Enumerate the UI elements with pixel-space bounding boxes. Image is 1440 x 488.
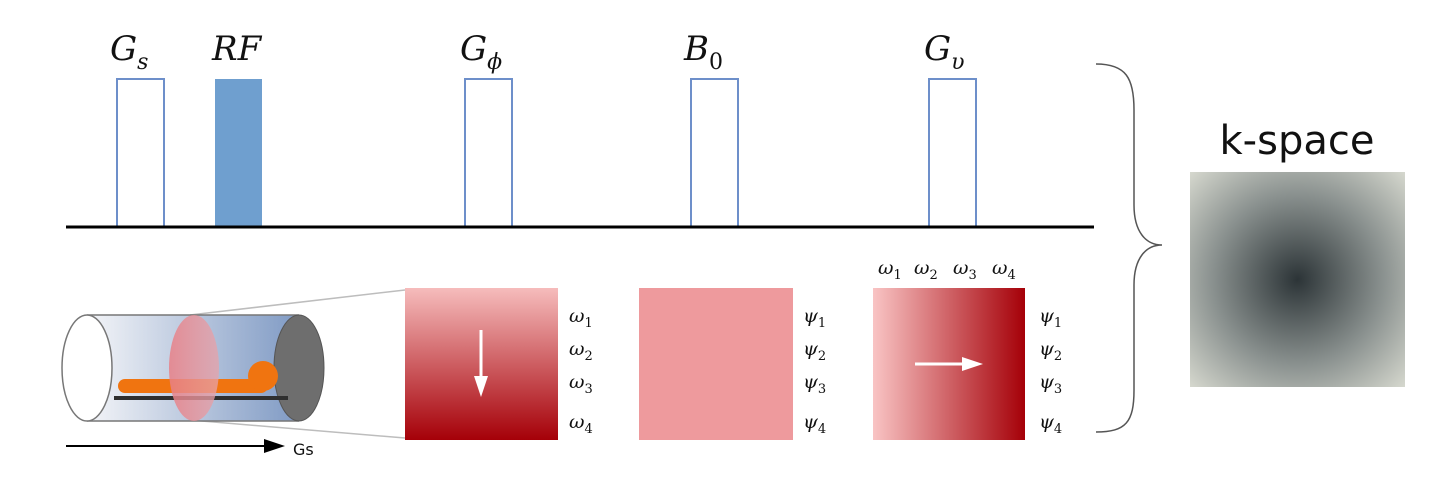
- pulse-sequence: Gs RF Gϕ B0 Gυ: [66, 29, 1094, 229]
- panel-1-row-label-2: ω2: [569, 338, 593, 364]
- panel-3-col-label-4: ω4: [992, 257, 1016, 283]
- panel-readout: ω1 ω2 ω3 ω4 ψ1 ψ2 ψ3 ψ4: [873, 257, 1062, 440]
- panel-3-col-label-1: ω1: [878, 257, 902, 283]
- panel-3-row-label-1: ψ1: [1039, 305, 1062, 331]
- zoom-line-bottom: [189, 419, 406, 439]
- gs-arrow-head: [264, 439, 285, 453]
- panel-3-arrow-head: [962, 357, 983, 371]
- curly-brace: [1095, 63, 1163, 433]
- panel-3-col-label-2: ω2: [914, 257, 938, 283]
- panel-frequency: ω1 ω2 ω3 ω4: [405, 288, 593, 440]
- pulse-gv: [928, 78, 977, 228]
- panel-1-row-label-3: ω3: [569, 371, 593, 397]
- panel-1-row-label-1: ω1: [569, 305, 593, 331]
- panel-2-row-label-2: ψ2: [803, 338, 826, 364]
- label-b0: B0: [683, 29, 723, 75]
- pulse-rf: [215, 79, 262, 227]
- panel-3-row-label-4: ψ4: [1039, 411, 1062, 437]
- panel-3-row-label-2: ψ2: [1039, 338, 1062, 364]
- panel-phase: ψ1 ψ2 ψ3 ψ4: [639, 288, 826, 440]
- scanner-illustration: Gs: [61, 289, 406, 459]
- panel-1-arrow-head: [474, 376, 488, 397]
- panel-3-col-label-3: ω3: [953, 257, 977, 283]
- panel-3-row-label-3: ψ3: [1039, 371, 1062, 397]
- scanner-back-cap: [273, 314, 325, 422]
- zoom-line-top: [189, 289, 406, 316]
- patient-head: [248, 361, 278, 391]
- pulse-b0: [690, 78, 739, 228]
- panel-2-row-label-3: ψ3: [803, 371, 826, 397]
- pulse-gs: [116, 78, 165, 228]
- panel-2-row-label-4: ψ4: [803, 411, 826, 437]
- panel-2-square: [639, 288, 793, 440]
- label-gv: Gυ: [924, 29, 965, 75]
- scanner-front-opening: [61, 314, 113, 422]
- kspace-image: [1190, 172, 1405, 387]
- kspace-title: k-space: [1220, 118, 1375, 164]
- label-gs: Gs: [110, 29, 148, 75]
- pulse-gphi: [464, 78, 513, 228]
- excited-slice: [169, 315, 219, 421]
- label-gphi: Gϕ: [460, 29, 502, 75]
- panel-1-row-label-4: ω4: [569, 411, 593, 437]
- label-rf: RF: [211, 29, 263, 69]
- kspace-section: k-space: [1190, 118, 1405, 387]
- panel-2-row-label-1: ψ1: [803, 305, 826, 331]
- gs-label: Gs: [293, 440, 314, 459]
